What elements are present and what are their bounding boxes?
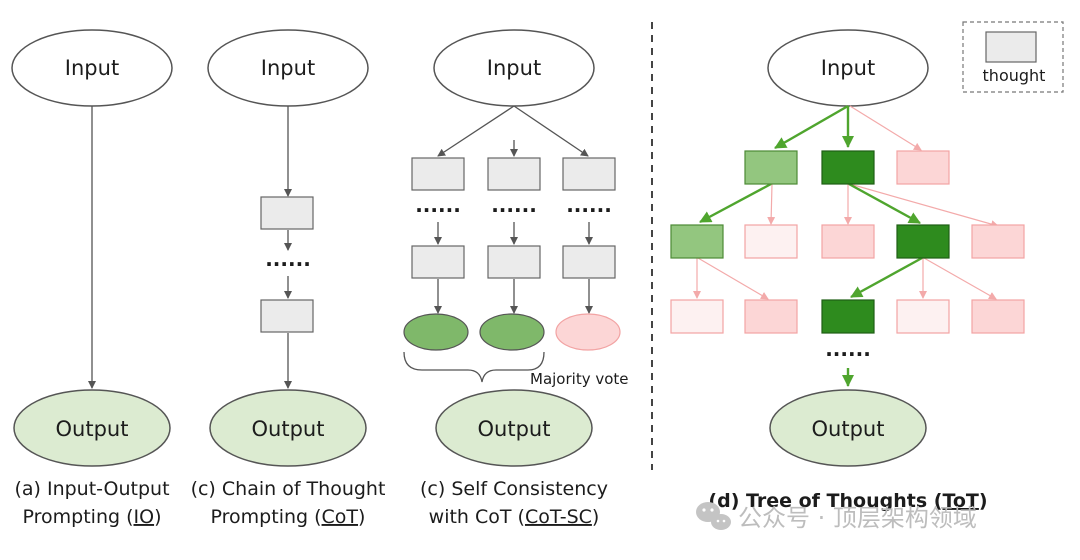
panel-cot: Input ...... Output (c) Chain of Thought… xyxy=(191,29,386,528)
edge-arrow xyxy=(849,183,999,228)
caption-line1: (c) Self Consistency xyxy=(420,478,608,500)
thought-box xyxy=(411,157,465,191)
thought-box-pruned xyxy=(971,224,1025,259)
edge-arrow xyxy=(849,105,922,151)
edge-arrow xyxy=(923,257,997,300)
thought-box-selected xyxy=(821,150,875,185)
cotsc-link: CoT-SC xyxy=(525,506,592,528)
caption-line1: (c) Chain of Thought xyxy=(191,478,386,500)
output-node-label: Output xyxy=(252,417,325,441)
caption-line2: with CoT (CoT-SC) xyxy=(429,506,600,528)
thought-box-evaluated xyxy=(670,224,724,259)
thought-box xyxy=(260,299,314,333)
thought-box xyxy=(562,157,616,191)
output-node xyxy=(209,389,367,467)
edge-arrow xyxy=(767,183,776,225)
answer-node-majority xyxy=(479,313,545,351)
watermark-text: 公众号 · 顶层架构领域 xyxy=(738,504,977,532)
output-node-label: Output xyxy=(56,417,129,441)
thought-box-pruned xyxy=(896,299,950,334)
majority-vote-label: Majority vote xyxy=(530,370,629,388)
edge-arrow xyxy=(699,182,772,224)
legend-thought-label: thought xyxy=(983,66,1046,85)
thought-box-selected xyxy=(896,224,950,259)
wechat-icon xyxy=(696,502,731,530)
edge-arrow xyxy=(513,105,589,157)
thought-box-evaluated xyxy=(744,150,798,185)
io-link: IO xyxy=(134,506,155,528)
panel-cot-sc: Input ...... ...... ...... Majority vote… xyxy=(403,29,629,528)
thought-box-pruned xyxy=(821,224,875,259)
ellipsis: ...... xyxy=(566,193,612,217)
ellipsis: ...... xyxy=(825,337,871,361)
caption-line1: (a) Input-Output xyxy=(14,478,169,500)
pruned-edges xyxy=(693,105,999,300)
edge-arrow xyxy=(437,105,515,157)
output-node xyxy=(769,389,927,467)
caption-line2: Prompting (IO) xyxy=(23,506,162,528)
panel-tot: Input xyxy=(670,29,1025,512)
input-node-label: Input xyxy=(65,56,119,80)
output-node xyxy=(13,389,171,467)
cot-link: CoT xyxy=(322,506,359,528)
thought-box-pruned xyxy=(896,150,950,185)
thought-box-pruned xyxy=(670,299,724,334)
thought-box xyxy=(562,245,616,279)
answer-node-majority xyxy=(403,313,469,351)
caption-line2: Prompting (CoT) xyxy=(211,506,366,528)
output-node xyxy=(435,389,593,467)
input-node-label: Input xyxy=(261,56,315,80)
answer-node-minority xyxy=(555,313,621,351)
legend: thought xyxy=(962,21,1064,93)
thought-box xyxy=(487,157,541,191)
edge-arrow xyxy=(697,257,769,300)
thought-box xyxy=(260,196,314,230)
selected-edges xyxy=(699,104,923,387)
edge-arrow xyxy=(850,256,923,299)
ellipsis: ...... xyxy=(415,193,461,217)
edge-arrow xyxy=(774,104,849,150)
caption: (d) Tree of Thoughts (ToT) xyxy=(708,490,987,512)
thought-box xyxy=(487,245,541,279)
panel-io: Input Output (a) Input-Output Prompting … xyxy=(11,29,173,528)
thought-box-selected xyxy=(821,299,875,334)
edge-arrow xyxy=(848,182,921,225)
input-node-label: Input xyxy=(821,56,875,80)
thought-box-pruned xyxy=(971,299,1025,334)
input-node-label: Input xyxy=(487,56,541,80)
output-node-label: Output xyxy=(478,417,551,441)
ellipsis: ...... xyxy=(265,247,311,271)
majority-brace xyxy=(403,351,545,383)
legend-thought-swatch xyxy=(985,31,1037,63)
output-node-label: Output xyxy=(812,417,885,441)
tot-link: ToT xyxy=(942,490,978,512)
thought-box-pruned xyxy=(744,299,798,334)
ellipsis: ...... xyxy=(491,193,537,217)
watermark: 公众号 · 顶层架构领域 xyxy=(696,502,977,532)
thought-box xyxy=(411,245,465,279)
thought-box-pruned xyxy=(744,224,798,259)
